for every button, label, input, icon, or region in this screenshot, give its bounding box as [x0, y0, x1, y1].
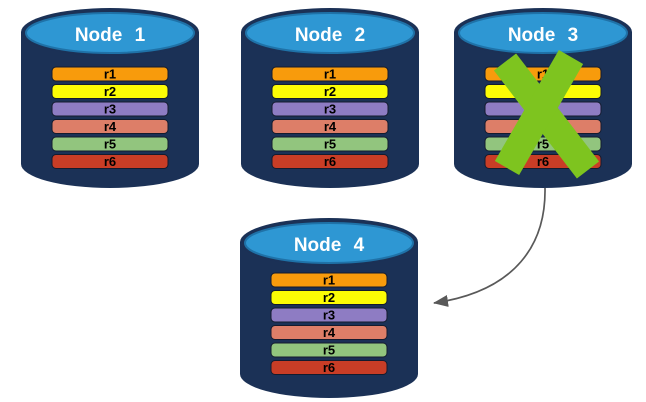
record-label: r4 [324, 119, 337, 134]
record-bar [270, 342, 388, 358]
record-label: r3 [324, 102, 336, 117]
node-4-cylinder-top-face [244, 222, 414, 264]
record-bar [270, 272, 388, 288]
record-bar [271, 119, 389, 134]
node-1-cylinder-top-face [25, 12, 195, 54]
curved-arrow-icon [433, 187, 546, 307]
record-bar [270, 307, 388, 323]
record-bar [271, 84, 389, 99]
failure-x-icon [493, 50, 600, 179]
record-bar [51, 84, 169, 99]
node-1-title: Node 1 [75, 25, 146, 46]
record-label: r6 [323, 360, 335, 375]
record-label: r6 [324, 154, 336, 169]
record-label: r1 [323, 273, 335, 288]
record-label: r3 [104, 102, 116, 117]
node-2-title: Node 2 [295, 25, 365, 46]
record-label: r2 [324, 84, 336, 99]
record-label: r6 [537, 154, 549, 169]
record-bar [270, 325, 388, 340]
node-2: Node 2 r1 r2 r3 r4 r5 r6 [241, 8, 419, 188]
record-label: r3 [323, 308, 335, 323]
record-bar [51, 66, 169, 82]
record-label: r5 [323, 343, 335, 358]
record-bar [270, 290, 388, 305]
record-label: r1 [324, 67, 336, 82]
node-3: Node 3 r1 r2 r3 r4 r5 r6 [454, 8, 632, 188]
record-label: r2 [104, 84, 116, 99]
record-bar [51, 154, 169, 169]
record-bar [271, 66, 389, 82]
record-label: r5 [537, 137, 549, 152]
node-2-cylinder-top-face [245, 12, 415, 54]
record-bar [271, 136, 389, 152]
record-label: r5 [104, 137, 116, 152]
node-4-title: Node 4 [294, 235, 365, 256]
record-label: r4 [323, 325, 336, 340]
record-label: r4 [104, 119, 117, 134]
node-3-cylinder-top-face [458, 12, 628, 54]
record-bar [271, 101, 389, 117]
record-bar [51, 119, 169, 134]
record-bar [271, 154, 389, 169]
record-label: r5 [324, 137, 336, 152]
record-bar [51, 101, 169, 117]
record-label: r1 [104, 67, 116, 82]
node-1-record-stack: r1 r2 r3 r4 r5 r6 [51, 66, 169, 169]
record-bar [270, 360, 388, 375]
record-label: r2 [323, 290, 335, 305]
node-2-record-stack: r1 r2 r3 r4 r5 r6 [271, 66, 389, 169]
x-stroke-right [494, 50, 584, 175]
node-4: Node 4 r1 r2 r3 r4 r5 r6 [240, 218, 418, 398]
node-1: Node 1 r1 r2 r3 r4 r5 r6 [21, 8, 199, 188]
node-3-title: Node 3 [508, 25, 578, 46]
node-4-record-stack: r1 r2 r3 r4 r5 r6 [270, 272, 388, 375]
record-bar [51, 136, 169, 152]
record-label: r6 [104, 154, 116, 169]
